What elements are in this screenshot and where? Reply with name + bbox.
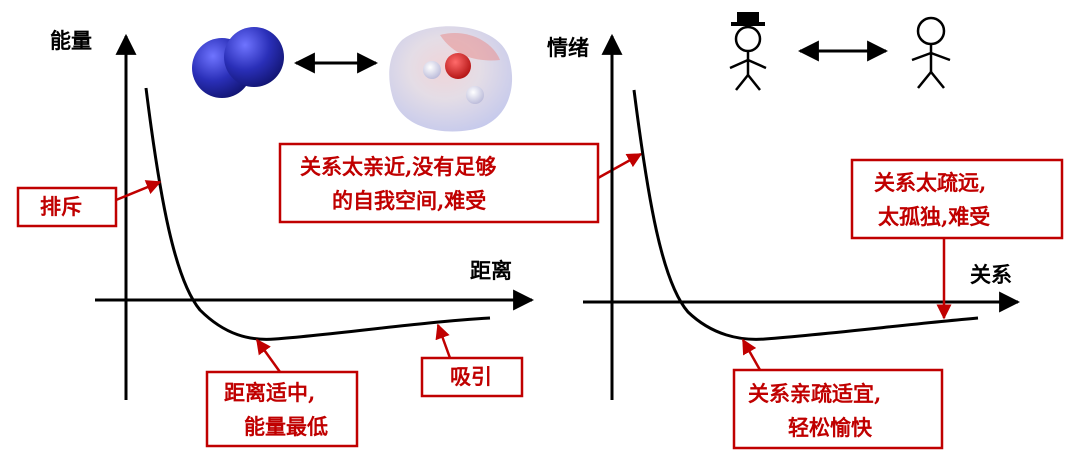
attraction-arrow [435, 323, 452, 359]
too-close-line2: 的自我空间,难受 [332, 188, 486, 213]
minimum-label-line2: 能量最低 [244, 414, 328, 439]
minimum-arrow [255, 338, 282, 373]
repulsion-box [16, 186, 118, 228]
attraction-label: 吸引 [450, 364, 492, 389]
right-x-axis-label: 关系 [970, 262, 1012, 287]
balanced-arrow [741, 338, 762, 371]
right-y-axis-label: 情绪 [547, 35, 589, 60]
nitrogen-molecule-icon [192, 27, 284, 98]
minimum-label-line1: 距离适中, [224, 380, 315, 405]
attraction-box [420, 356, 524, 398]
person-with-hat-icon [729, 12, 767, 91]
left-x-axis-label: 距离 [470, 258, 512, 283]
too-far-line2: 太孤独,难受 [878, 204, 990, 229]
left-y-axis-label: 能量 [50, 28, 92, 53]
repulsion-label: 排斥 [40, 194, 82, 219]
too-close-arrow [597, 152, 643, 180]
balanced-box [732, 368, 944, 450]
right-panel: 情绪 关系 关系太疏远, 太孤独,难受 [547, 12, 1064, 450]
balanced-line1: 关系亲疏适宜, [748, 381, 881, 406]
minimum-box [205, 370, 359, 448]
too-close-line1: 关系太亲近,没有足够 [300, 154, 496, 179]
too-far-line1: 关系太疏远, [874, 170, 986, 195]
repulsion-arrow [115, 180, 162, 202]
right-emotion-curve [632, 89, 979, 341]
person-icon [911, 16, 951, 89]
left-potential-curve [144, 87, 491, 341]
water-molecule-icon [389, 26, 513, 132]
too-far-box [850, 158, 1064, 240]
too-close-box [278, 142, 600, 224]
left-panel: 能量 距离 排斥 距离适中, 能量最低 吸引 关 [16, 26, 643, 448]
balanced-line2: 轻松愉快 [788, 415, 873, 440]
